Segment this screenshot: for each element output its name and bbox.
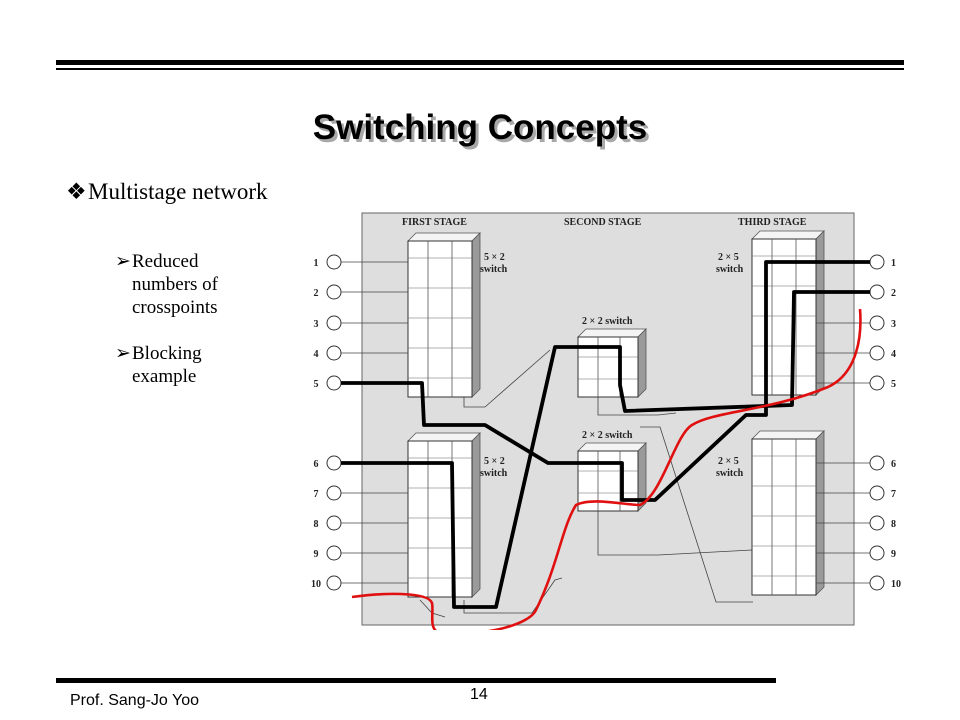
stage-label-second: SECOND STAGE (564, 217, 642, 228)
first-stage-bottom-switch (407, 432, 481, 598)
output-port-9-label: 9 (891, 549, 896, 560)
page-number: 14 (470, 686, 488, 703)
second-bottom-switch-label: 2 × 2 switch (582, 430, 633, 441)
first-top-switch-size: 5 × 2 (484, 252, 505, 263)
input-port-leads (341, 261, 408, 584)
third-stage-bottom-switch (751, 430, 825, 596)
output-port-8-label: 8 (891, 519, 896, 530)
output-port-4-label: 4 (891, 349, 896, 360)
multistage-network-diagram: FIRST STAGE SECOND STAGE THIRD STAGE 5 ×… (311, 212, 901, 630)
first-stage-top-switch (407, 232, 481, 398)
arrow-bullet-icon: ➢ (115, 343, 131, 364)
diamond-bullet-icon: ❖ (66, 179, 87, 204)
first-top-switch-word: switch (480, 264, 508, 275)
second-top-switch-label: 2 × 2 switch (582, 316, 633, 327)
bottom-rule (56, 678, 776, 683)
output-port-1-label: 1 (891, 258, 896, 269)
input-port-2-label: 2 (314, 288, 319, 299)
third-bottom-switch-word: switch (716, 468, 744, 479)
stage-label-third: THIRD STAGE (738, 217, 807, 228)
established-path-6-to-2 (341, 290, 870, 609)
output-port-3-label: 3 (891, 319, 896, 330)
input-ports (326, 254, 342, 591)
top-rule-thin (56, 68, 904, 70)
blocked-request-path (351, 308, 862, 630)
input-port-8-label: 8 (314, 519, 319, 530)
bullet-multistage-network: ❖ Multistage network (66, 176, 286, 207)
input-port-3-label: 3 (314, 319, 319, 330)
top-rule-thick (56, 60, 904, 65)
input-port-5-label: 5 (314, 379, 319, 390)
output-port-7-label: 7 (891, 489, 896, 500)
third-stage-top-switch (751, 230, 825, 396)
input-port-4-label: 4 (314, 349, 319, 360)
output-port-2-label: 2 (891, 288, 896, 299)
first-bottom-switch-size: 5 × 2 (484, 456, 505, 467)
third-top-switch-word: switch (716, 264, 744, 275)
input-port-7-label: 7 (314, 489, 319, 500)
input-port-9-label: 9 (314, 549, 319, 560)
output-ports (869, 254, 885, 591)
subbullet-reduced-crosspoints: ➢ Reduced numbers of crosspoints (115, 250, 265, 319)
arrow-bullet-icon: ➢ (115, 251, 131, 272)
first-bottom-switch-word: switch (480, 468, 508, 479)
slide-title: Switching Concepts (312, 108, 648, 147)
output-port-6-label: 6 (891, 459, 896, 470)
input-port-1-label: 1 (314, 258, 319, 269)
footer-author: Prof. Sang-Jo Yoo (70, 692, 199, 709)
subbullet-text: Reduced numbers of crosspoints (132, 251, 219, 318)
subbullet-blocking-example: ➢ Blocking example (115, 342, 265, 388)
stage-label-first: FIRST STAGE (402, 217, 467, 228)
third-top-switch-size: 2 × 5 (718, 252, 739, 263)
output-port-10-label: 10 (891, 579, 901, 590)
output-port-5-label: 5 (891, 379, 896, 390)
second-stage-top-switch (577, 328, 647, 398)
established-path-5-to-1 (341, 260, 870, 502)
input-port-10-label: 10 (311, 579, 321, 590)
input-port-6-label: 6 (314, 459, 319, 470)
subbullet-text: Blocking example (132, 343, 202, 387)
third-bottom-switch-size: 2 × 5 (718, 456, 739, 467)
bullet-text: Multistage network (88, 179, 268, 204)
